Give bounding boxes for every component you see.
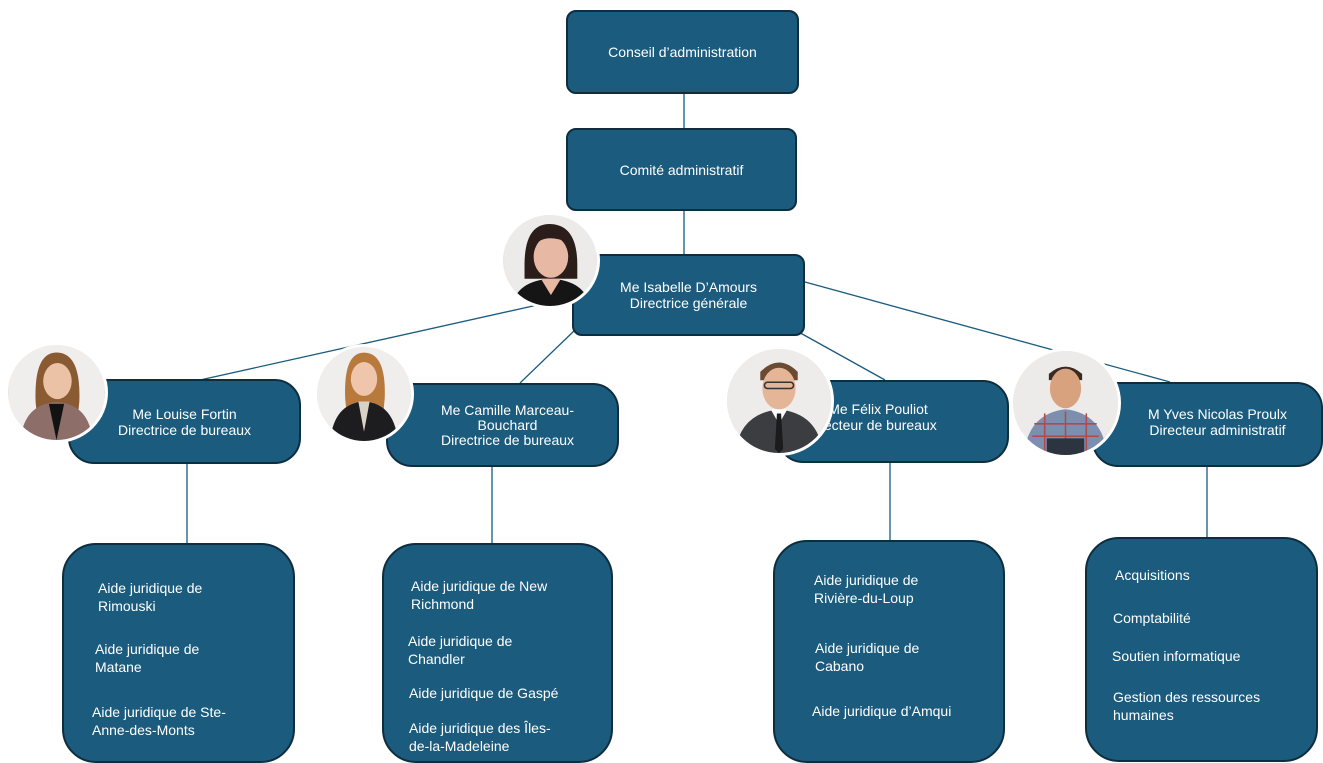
director-general-box: Me Isabelle D’Amours Directrice générale bbox=[572, 254, 805, 336]
manager-4-photo bbox=[1010, 348, 1121, 458]
service-label: Soutien informatique bbox=[1112, 648, 1241, 664]
director-general-photo bbox=[500, 212, 600, 309]
manager-2-name-part2: Bouchard bbox=[477, 417, 538, 433]
committee-label: Comité administratif bbox=[619, 161, 744, 178]
office-amqui: Aide juridique d’Amqui bbox=[812, 702, 951, 720]
connector-dg-manager-3 bbox=[794, 329, 886, 381]
office-label: Aide juridique de bbox=[815, 640, 920, 656]
office-label: Rimouski bbox=[98, 598, 156, 614]
office-label: Aide juridique de Ste- bbox=[92, 704, 226, 720]
board-label: Conseil d’administration bbox=[608, 44, 757, 60]
service-label: Gestion des ressources bbox=[1113, 689, 1261, 705]
service-comptabilite: Comptabilité bbox=[1113, 609, 1191, 627]
office-label: de-la-Madeleine bbox=[409, 738, 510, 754]
service-soutien-informatique: Soutien informatique bbox=[1112, 647, 1240, 665]
manager-2-name-part1: Me Camille Marceau- bbox=[440, 402, 575, 418]
office-ste-anne-des-monts: Aide juridique de Ste- Anne-des-Monts bbox=[92, 703, 226, 739]
manager-box-4: M Yves Nicolas Proulx Directeur administ… bbox=[1092, 382, 1323, 467]
service-label: Comptabilité bbox=[1113, 610, 1191, 626]
office-label: Chandler bbox=[408, 651, 465, 667]
offices-list-4: Acquisitions Comptabilité Soutien inform… bbox=[1085, 537, 1318, 762]
manager-3-name: Me Félix Pouliot bbox=[828, 400, 928, 417]
office-label: Matane bbox=[95, 659, 142, 675]
manager-4-name: M Yves Nicolas Proulx bbox=[1147, 405, 1287, 422]
manager-3-photo bbox=[724, 346, 834, 456]
manager-3-title: recteur de bureaux bbox=[819, 416, 937, 433]
manager-box-2: Me Camille Marceau- Bouchard Directrice … bbox=[386, 383, 619, 467]
director-general-name: Me Isabelle D’Amours bbox=[620, 279, 757, 295]
service-label: Acquisitions bbox=[1115, 567, 1190, 583]
manager-4-title: Directeur administratif bbox=[1149, 421, 1286, 438]
manager-1-photo bbox=[5, 342, 108, 443]
manager-2-photo bbox=[314, 344, 414, 444]
connector-dg-manager-1 bbox=[199, 299, 561, 381]
committee-box: Comité administratif bbox=[566, 128, 797, 211]
office-label: Aide juridique de Gaspé bbox=[409, 685, 559, 701]
offices-list-2: Aide juridique de New Richmond Aide juri… bbox=[382, 543, 613, 763]
office-label: Cabano bbox=[815, 658, 865, 674]
service-label: humaines bbox=[1113, 707, 1174, 723]
office-riviere-du-loup: Aide juridique de Rivière-du-Loup bbox=[814, 571, 918, 607]
offices-list-1: Aide juridique de Rimouski Aide juridiqu… bbox=[62, 543, 295, 763]
director-general-title: Directrice générale bbox=[629, 295, 748, 311]
board-box: Conseil d’administration bbox=[566, 10, 799, 94]
office-new-richmond: Aide juridique de New Richmond bbox=[411, 577, 547, 613]
office-label: Anne-des-Monts bbox=[92, 722, 195, 738]
offices-list-3: Aide juridique de Rivière-du-Loup Aide j… bbox=[773, 540, 1005, 763]
connector-dg-manager-4 bbox=[804, 281, 1171, 383]
office-matane: Aide juridique de Matane bbox=[95, 640, 199, 676]
office-cabano: Aide juridique de Cabano bbox=[815, 639, 919, 675]
office-chandler: Aide juridique de Chandler bbox=[408, 632, 512, 668]
manager-1-title: Directrice de bureaux bbox=[117, 421, 252, 438]
service-ressources-humaines: Gestion des ressources humaines bbox=[1113, 688, 1260, 724]
office-iles-de-la-madeleine: Aide juridique des Îles- de-la-Madeleine bbox=[409, 719, 551, 755]
office-gaspe: Aide juridique de Gaspé bbox=[409, 684, 558, 702]
office-label: Aide juridique de bbox=[408, 633, 513, 649]
office-label: Aide juridique des Îles- bbox=[409, 720, 551, 736]
manager-2-title: Directrice de bureaux bbox=[440, 432, 575, 448]
manager-1-name: Me Louise Fortin bbox=[132, 405, 237, 422]
connector-dg-manager-2 bbox=[519, 329, 576, 384]
office-label: Aide juridique de New bbox=[411, 578, 548, 594]
office-label: Aide juridique de bbox=[98, 580, 203, 596]
office-label: Richmond bbox=[411, 596, 475, 612]
office-label: Aide juridique de bbox=[95, 641, 200, 657]
office-label: Aide juridique d’Amqui bbox=[812, 703, 952, 719]
office-label: Aide juridique de bbox=[814, 572, 919, 588]
service-acquisitions: Acquisitions bbox=[1115, 566, 1190, 584]
office-label: Rivière-du-Loup bbox=[814, 590, 914, 606]
office-rimouski: Aide juridique de Rimouski bbox=[98, 579, 202, 615]
